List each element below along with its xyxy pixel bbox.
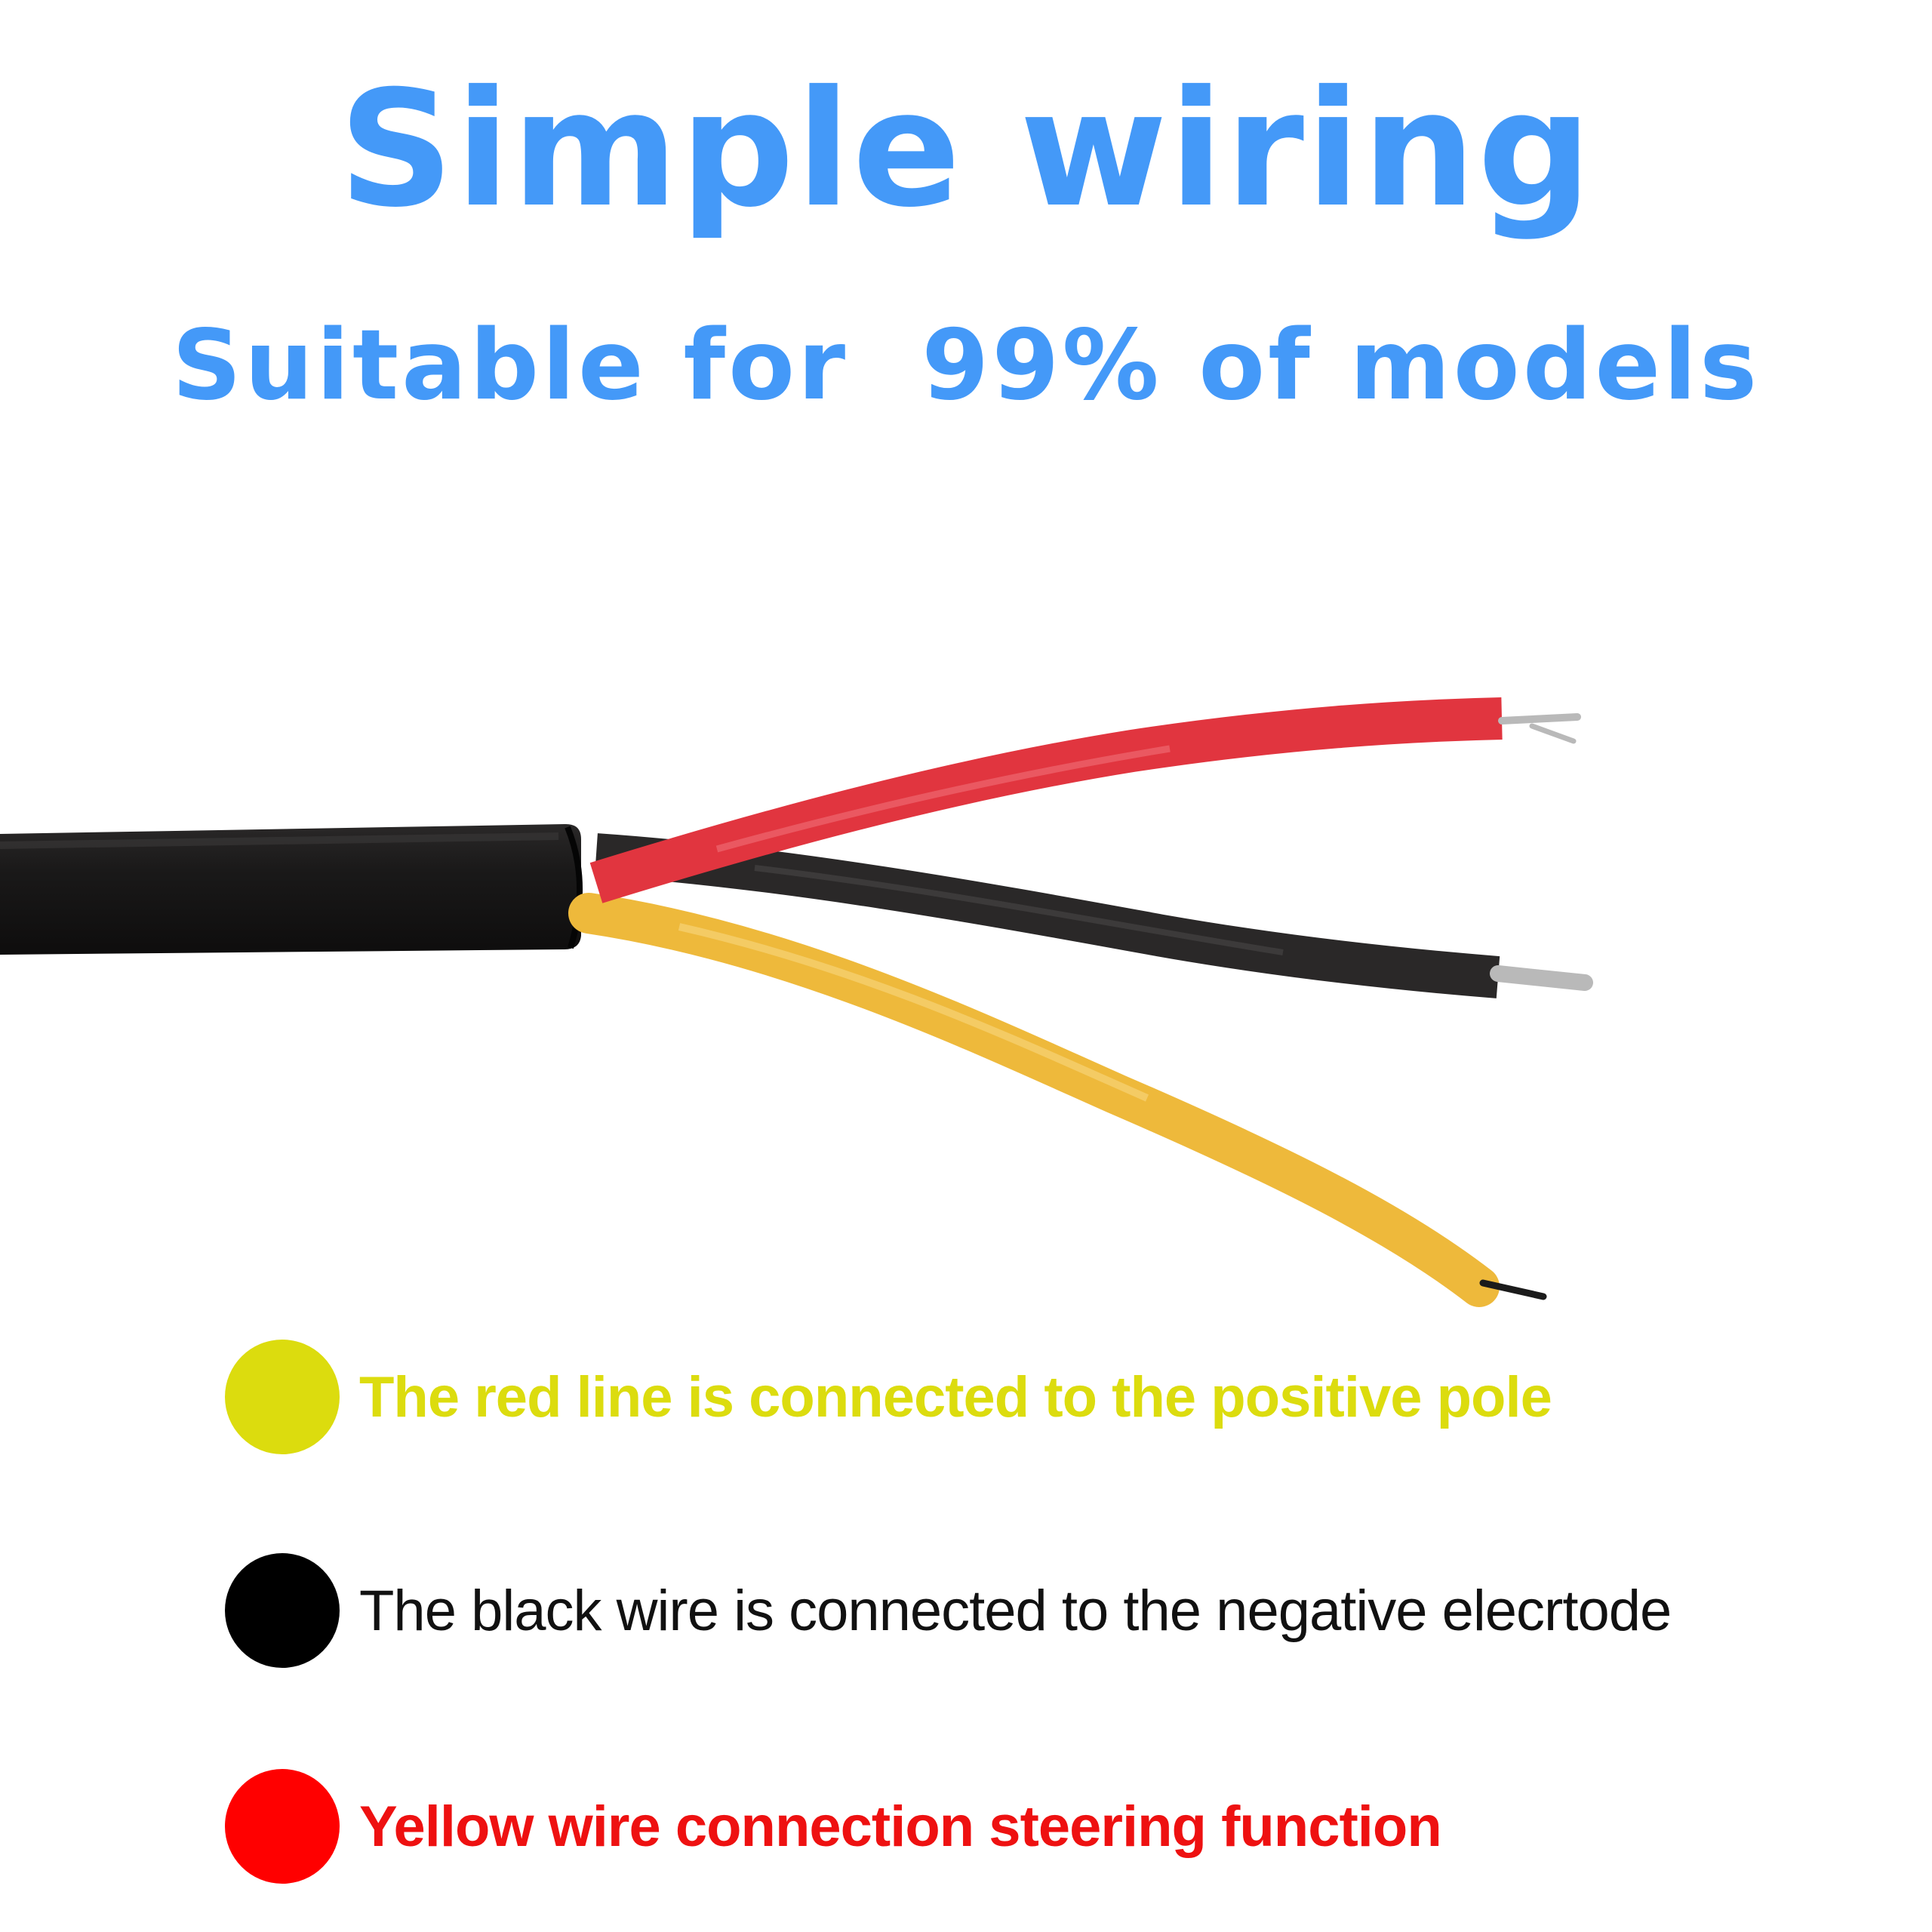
yellow-dot-icon xyxy=(225,1340,340,1454)
page-title: Simple wiring xyxy=(338,56,1594,242)
legend-text: The black wire is connected to the negat… xyxy=(359,1578,1672,1643)
page-subtitle: Suitable for 99% of models xyxy=(171,309,1761,422)
legend-item-yellow-wire: Yellow wire connection steering function xyxy=(225,1766,1442,1887)
legend-text: The red line is connected to the positiv… xyxy=(359,1364,1552,1429)
legend-text: Yellow wire connection steering function xyxy=(359,1794,1442,1859)
black-dot-icon xyxy=(225,1553,340,1668)
red-wire xyxy=(589,697,1581,903)
legend-item-red-wire: The red line is connected to the positiv… xyxy=(225,1337,1552,1457)
black-wire xyxy=(595,833,1593,998)
legend-item-black-wire: The black wire is connected to the negat… xyxy=(225,1550,1672,1671)
yellow-wire xyxy=(568,893,1547,1307)
red-dot-icon xyxy=(225,1769,340,1884)
cable-jacket xyxy=(0,823,583,955)
